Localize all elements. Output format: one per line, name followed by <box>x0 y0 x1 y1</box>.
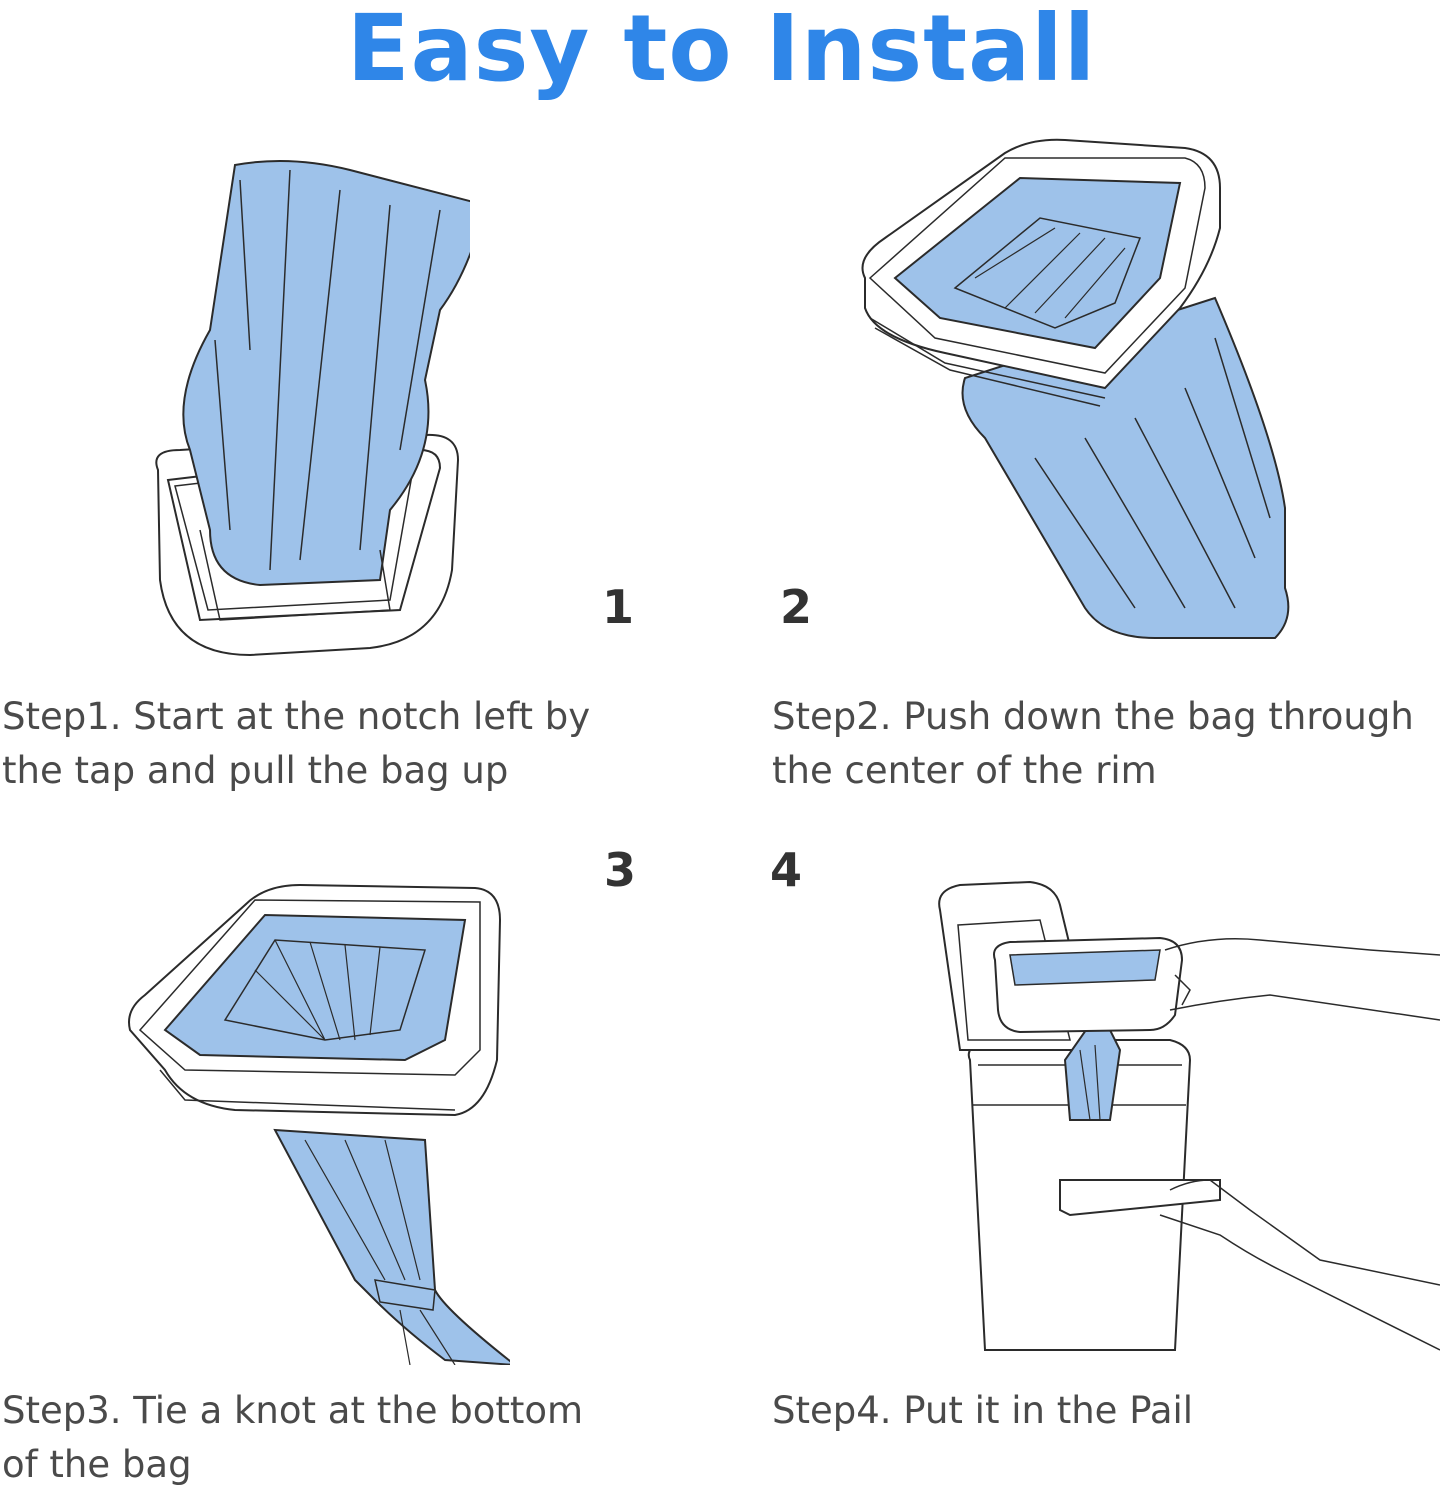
step4-number: 4 <box>770 843 803 897</box>
step2-number: 2 <box>780 580 813 634</box>
step4-illustration <box>938 880 1440 1351</box>
step1-number: 1 <box>602 580 635 634</box>
step4-caption: Step4. Put it in the Pail <box>772 1389 1194 1432</box>
step1-illustration <box>155 160 470 657</box>
step3-illustration <box>128 883 510 1365</box>
step3-caption: Step3. Tie a knot at the bottom of the b… <box>2 1389 584 1486</box>
step2-caption: Step2. Push down the bag through the cen… <box>772 695 1414 792</box>
step3-number: 3 <box>604 843 637 897</box>
step1-caption: Step1. Start at the notch left by the ta… <box>2 695 591 792</box>
step2-illustration <box>861 138 1290 639</box>
page-title: Easy to Install <box>346 0 1097 102</box>
